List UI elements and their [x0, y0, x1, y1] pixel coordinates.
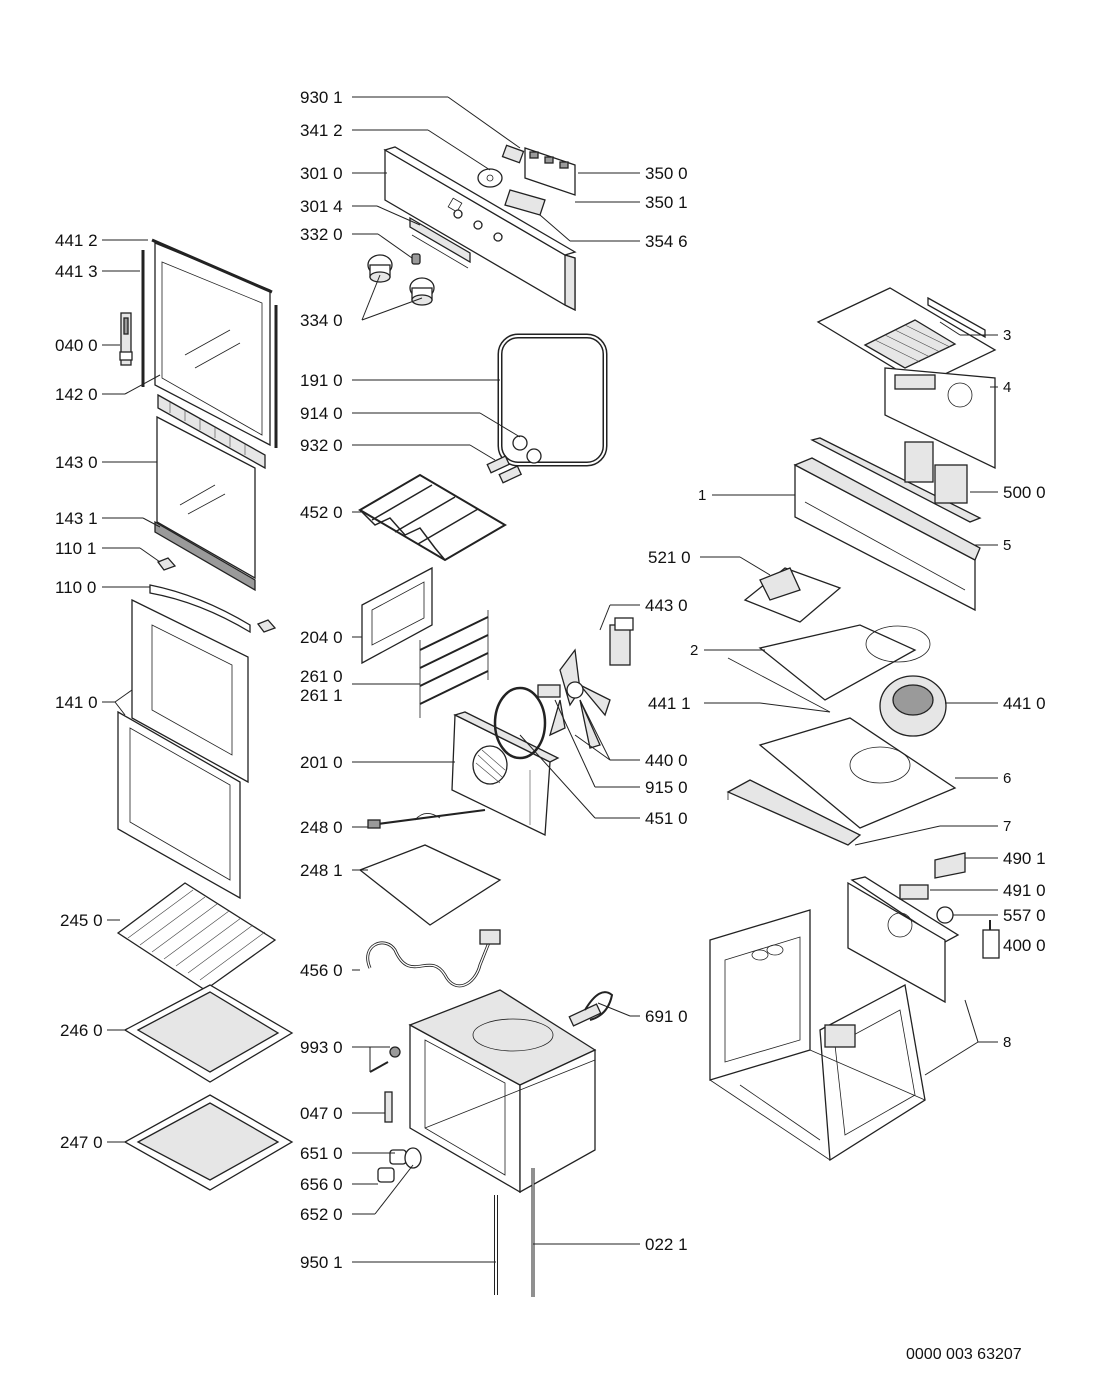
- label-915-0: 915 0: [645, 778, 688, 797]
- side-rails: [361, 566, 489, 718]
- label-4: 4: [1003, 379, 1011, 396]
- label-341-2: 341 2: [300, 121, 343, 140]
- label-6: 6: [1003, 770, 1011, 787]
- fan-nuts-springs: [486, 435, 542, 484]
- grill-plate: [358, 844, 502, 926]
- door-glass-panel: [156, 415, 256, 580]
- label-245-0: 245 0: [60, 911, 103, 930]
- label-204-0: 204 0: [300, 628, 343, 647]
- label-354-6: 354 6: [645, 232, 688, 251]
- label-143-1: 143 1: [55, 509, 98, 528]
- label-557-0: 557 0: [1003, 906, 1046, 925]
- label-993-0: 993 0: [300, 1038, 343, 1057]
- control-panel-assembly: [367, 144, 577, 312]
- top-cover-plate: [816, 287, 997, 386]
- label-7: 7: [1003, 818, 1011, 835]
- label-301-4: 301 4: [300, 197, 343, 216]
- wire-shelf: [116, 882, 277, 991]
- door-trim-bar: [154, 520, 256, 592]
- small-fasteners: [369, 1046, 422, 1183]
- leader-lines: [102, 96, 998, 1263]
- label-350-1: 350 1: [645, 193, 688, 212]
- label-441-3: 441 3: [55, 262, 98, 281]
- label-950-1: 950 1: [300, 1253, 343, 1272]
- label-491-0: 491 0: [1003, 881, 1046, 900]
- label-110-1: 110 1: [55, 539, 96, 558]
- door-small-parts: [149, 557, 277, 634]
- label-143-0: 143 0: [55, 453, 98, 472]
- label-247-0: 247 0: [60, 1133, 103, 1152]
- seal-strips: [494, 1168, 535, 1297]
- label-652-0: 652 0: [300, 1205, 343, 1224]
- label-451-0: 451 0: [645, 809, 688, 828]
- label-022-1: 022 1: [645, 1235, 688, 1254]
- label-5: 5: [1003, 537, 1011, 554]
- label-141-0: 141 0: [55, 693, 98, 712]
- door-hinge-strip: [157, 393, 266, 470]
- temperature-sensor: [367, 809, 486, 829]
- control-housing: [793, 437, 982, 612]
- label-490-1: 490 1: [1003, 849, 1046, 868]
- door-seal: [497, 333, 608, 467]
- label-047-0: 047 0: [300, 1104, 343, 1123]
- label-248-0: 248 0: [300, 818, 343, 837]
- label-521-0: 521 0: [648, 548, 691, 567]
- label-930-1: 930 1: [300, 88, 343, 107]
- rear-wall-panel: [884, 367, 996, 470]
- label-441-1: 441 1: [648, 694, 691, 713]
- label-1: 1: [698, 487, 706, 504]
- label-301-0: 301 0: [300, 164, 343, 183]
- label-932-0: 932 0: [300, 436, 343, 455]
- label-651-0: 651 0: [300, 1144, 343, 1163]
- label-441-0: 441 0: [1003, 694, 1046, 713]
- label-142-0: 142 0: [55, 385, 98, 404]
- label-8: 8: [1003, 1034, 1011, 1051]
- label-040-0: 040 0: [55, 336, 98, 355]
- label-452-0: 452 0: [300, 503, 343, 522]
- circular-heater: [493, 684, 561, 760]
- fan-motor-and-blade: [548, 617, 634, 749]
- document-number: 0000 003 63207: [906, 1346, 1022, 1363]
- label-441-2: 441 2: [55, 231, 98, 250]
- side-electronics: [847, 852, 1000, 1004]
- label-400-0: 400 0: [1003, 936, 1046, 955]
- label-500-0: 500 0: [1003, 483, 1046, 502]
- label-334-0: 334 0: [300, 311, 343, 330]
- baking-trays: [123, 984, 294, 1191]
- label-246-0: 246 0: [60, 1021, 103, 1040]
- part-labels: 930 1 341 2 301 0 301 4 332 0 334 0 350 …: [55, 88, 1046, 1272]
- door-frame-inner: [119, 238, 278, 448]
- label-443-0: 443 0: [645, 596, 688, 615]
- label-332-0: 332 0: [300, 225, 343, 244]
- label-110-0: 110 0: [55, 578, 96, 597]
- heating-element: [366, 929, 501, 988]
- label-248-1: 248 1: [300, 861, 343, 880]
- label-3: 3: [1003, 327, 1011, 344]
- label-2: 2: [690, 642, 698, 659]
- label-440-0: 440 0: [645, 751, 688, 770]
- label-350-0: 350 0: [645, 164, 688, 183]
- oven-rack: [358, 473, 507, 562]
- label-656-0: 656 0: [300, 1175, 343, 1194]
- air-deflector: [726, 717, 957, 846]
- cooling-duct-plate: [727, 624, 947, 737]
- fan-motor-housing: [743, 567, 842, 623]
- fan-cover: [451, 711, 560, 837]
- oven-cavity: [408, 989, 614, 1194]
- label-261-1: 261 1: [300, 686, 343, 705]
- oven-outer-frame: [709, 909, 926, 1162]
- label-691-0: 691 0: [645, 1007, 688, 1026]
- label-914-0: 914 0: [300, 404, 343, 423]
- label-261-0: 261 0: [300, 667, 343, 686]
- label-456-0: 456 0: [300, 961, 343, 980]
- door-outer-panel: [117, 598, 249, 900]
- label-201-0: 201 0: [300, 753, 343, 772]
- label-191-0: 191 0: [300, 371, 343, 390]
